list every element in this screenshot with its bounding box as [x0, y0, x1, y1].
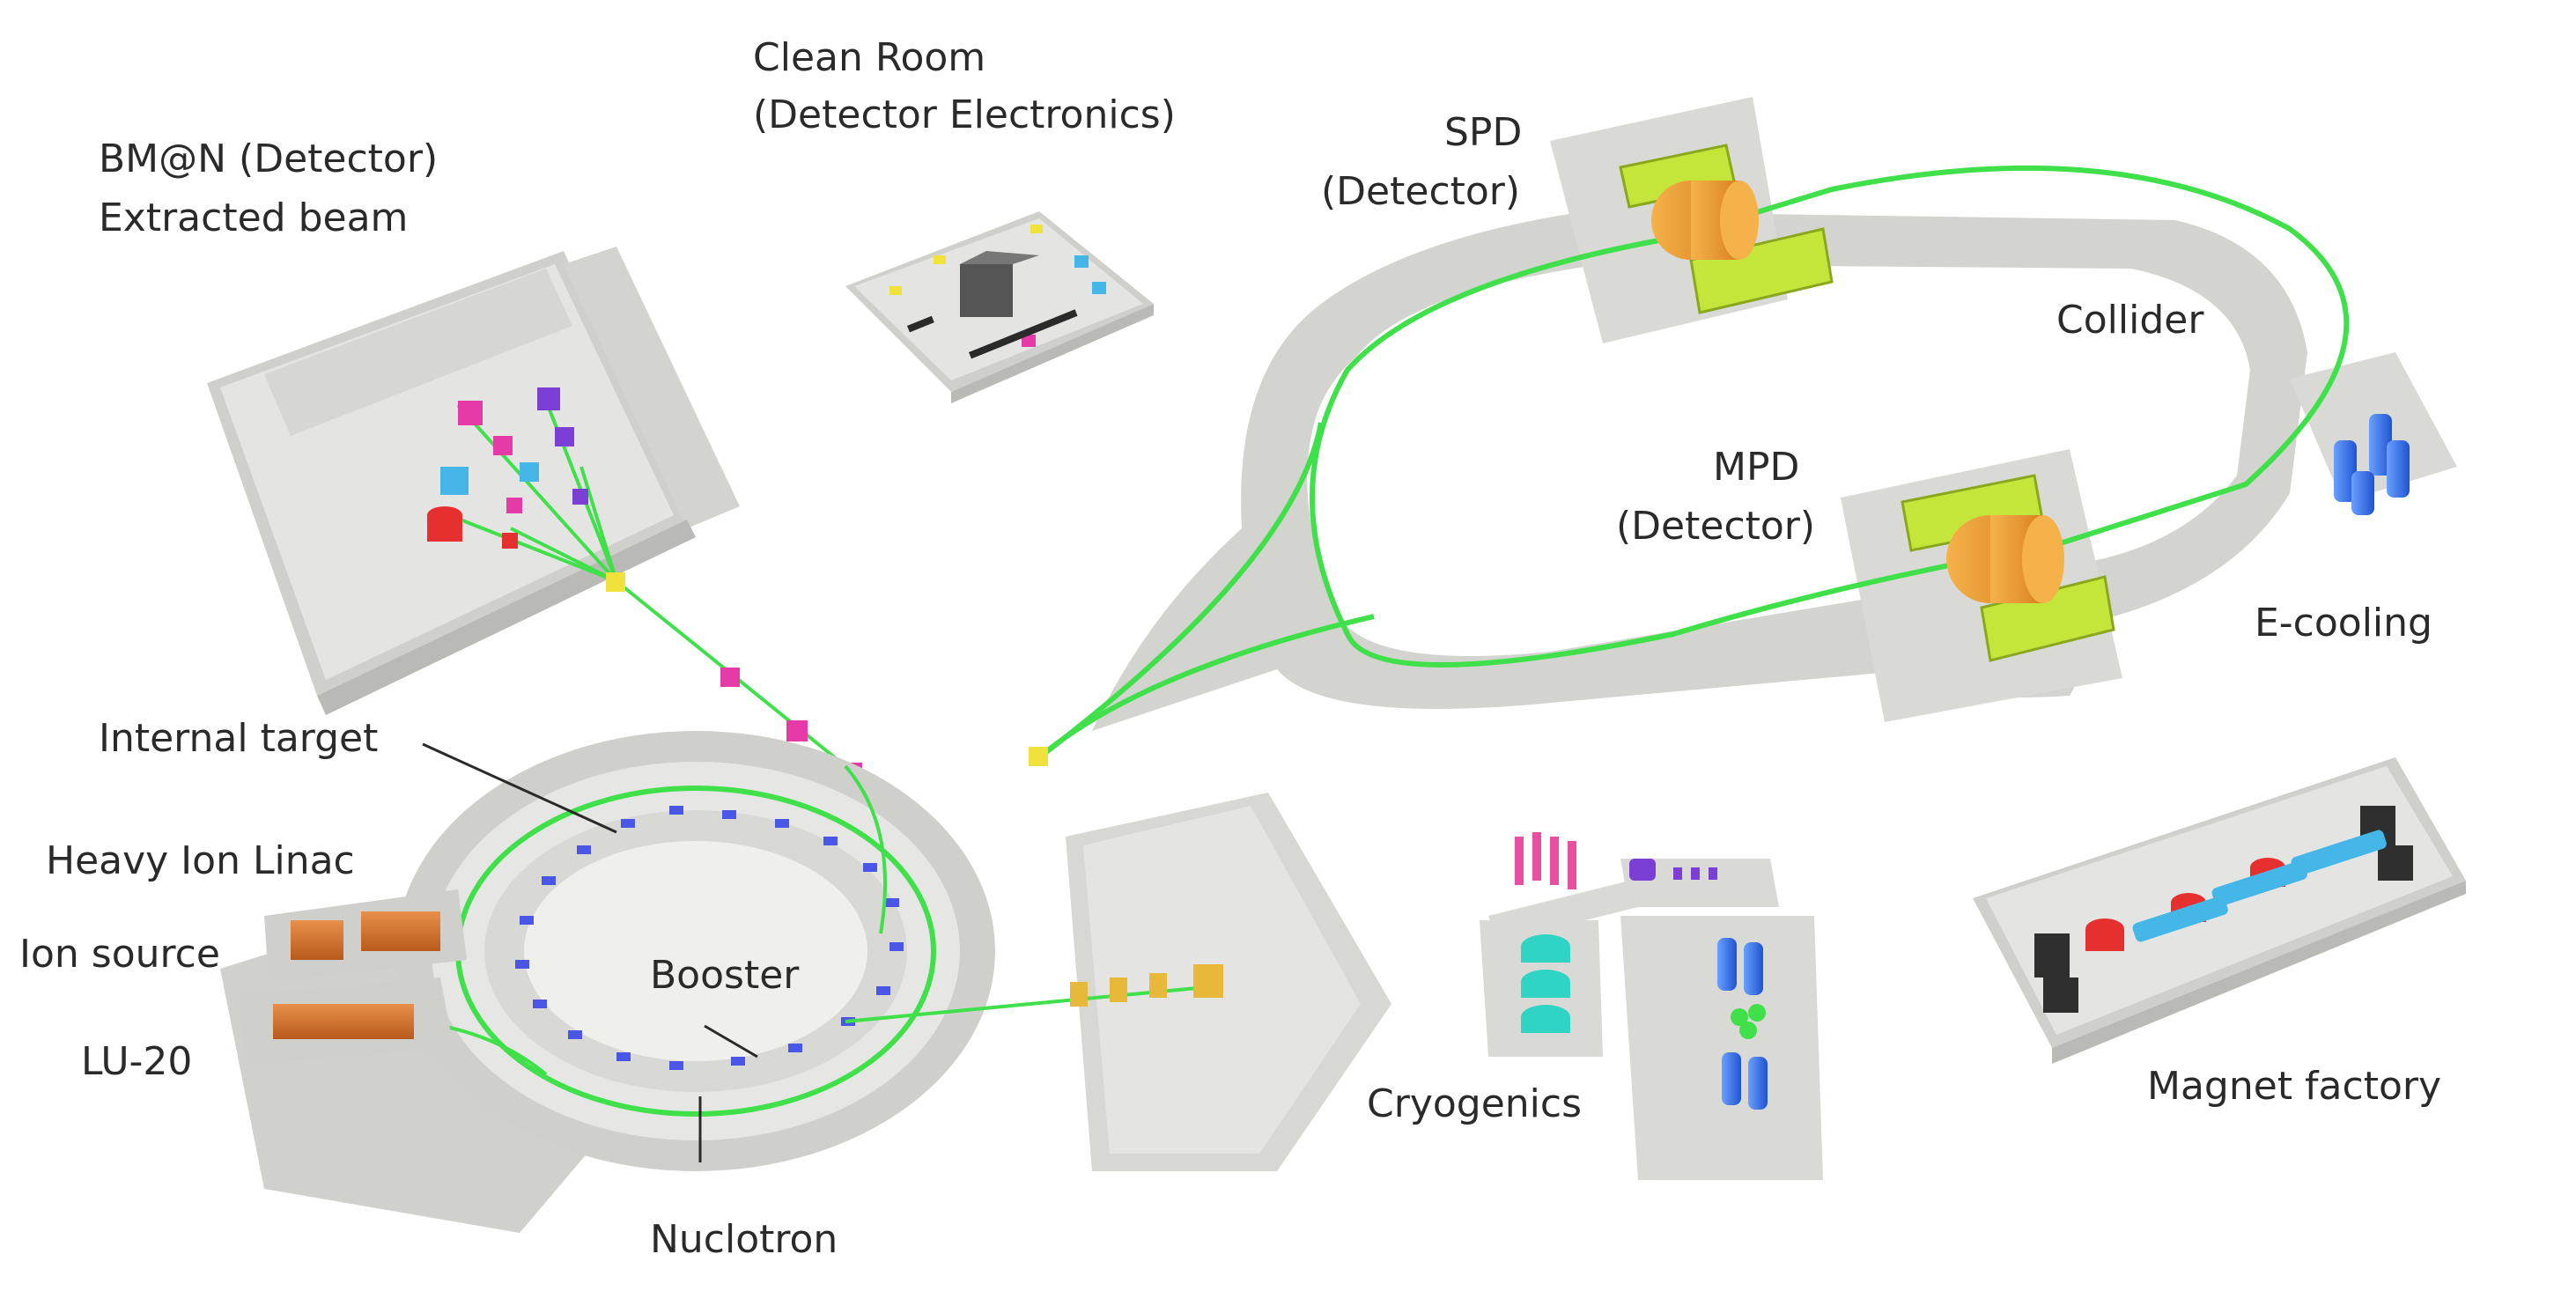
label-bmn: BM@N (Detector): [99, 136, 438, 181]
cryo-teal-cylinder-icon: [1521, 934, 1570, 1033]
leader-lines: [422, 742, 758, 1162]
booster-magnet-icon: [515, 806, 904, 1070]
linac-magnet-icon: [238, 889, 467, 1066]
mpd-detector-icon: [1901, 474, 2115, 662]
label-extracted-beam: Extracted beam: [99, 195, 408, 240]
label-cryogenics: Cryogenics: [1367, 1081, 1582, 1126]
cryo-blue-cylinder-icon: [1717, 938, 1768, 1110]
collider-ring: [1029, 97, 2457, 766]
label-collider: Collider: [2056, 298, 2204, 343]
label-spd-detector: (Detector): [1321, 169, 1520, 214]
label-booster: Booster: [650, 953, 800, 998]
label-mpd-detector: (Detector): [1616, 504, 1815, 549]
label-ecooling: E-cooling: [2255, 601, 2432, 646]
bmn-hall: [207, 247, 862, 784]
magnet-factory: [1973, 757, 2466, 1064]
label-clean-room: Clean Room: [753, 35, 985, 80]
labels: BM@N (Detector) Extracted beam Clean Roo…: [19, 35, 2441, 1262]
label-mpd: MPD: [1713, 445, 1799, 490]
label-magnet-factory: Magnet factory: [2147, 1064, 2441, 1109]
label-heavy-ion-linac: Heavy Ion Linac: [46, 838, 355, 883]
factory-magnet-icon: [2034, 806, 2413, 1013]
label-ion-source: Ion source: [19, 932, 220, 977]
label-lu20: LU-20: [81, 1039, 192, 1084]
cryogenics: [1480, 832, 1823, 1180]
ecooling-cylinder-icon: [2334, 414, 2410, 515]
label-detector-electronics: (Detector Electronics): [753, 92, 1176, 137]
spd-detector-icon: [1619, 144, 1834, 314]
nuclotron-complex: [220, 731, 1391, 1233]
extraction-magnet-icon: [1070, 964, 1223, 1007]
cryo-pink-icon: [1515, 832, 1576, 889]
bmn-magnet-icon: [427, 387, 862, 784]
label-spd: SPD: [1444, 110, 1522, 155]
label-nuclotron: Nuclotron: [650, 1217, 838, 1262]
clean-room: [845, 211, 1154, 403]
label-internal-target: Internal target: [99, 716, 378, 761]
